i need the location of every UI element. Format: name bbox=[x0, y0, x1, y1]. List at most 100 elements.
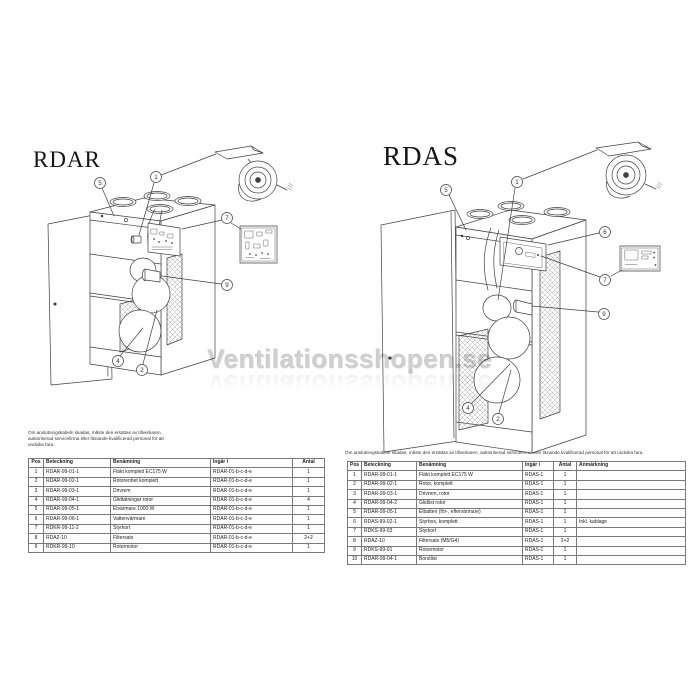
table-cell: RDAR-99-04-2 bbox=[361, 498, 417, 509]
table-cell: 1 bbox=[292, 523, 325, 535]
table-cell: RDAR-99-05-1 bbox=[361, 507, 417, 519]
table-cell: 6 bbox=[28, 514, 44, 525]
table-cell: 5 bbox=[347, 507, 362, 519]
table-cell: RDAS-1 bbox=[522, 479, 554, 491]
rdas-callout-1: 1 bbox=[511, 176, 523, 188]
table-cell: 4 bbox=[292, 495, 325, 506]
table-cell: Rotormotor bbox=[416, 545, 523, 556]
rdas-fan-detail bbox=[595, 141, 663, 199]
table-cell bbox=[576, 526, 686, 538]
table-cell: RDAZ-10 bbox=[361, 536, 417, 547]
rdar-exploded-diagram: 1 5 7 9 4 2 bbox=[47, 145, 294, 386]
table-cell: Styrkort bbox=[110, 523, 211, 535]
rdar-lower-drum bbox=[118, 309, 162, 353]
table-cell bbox=[576, 545, 686, 556]
table-cell: Fläkt komplett EC175 W bbox=[110, 467, 211, 478]
table-cell: 5 bbox=[28, 504, 44, 516]
table-cell: RDAR-01-b-c-d-e bbox=[210, 523, 293, 535]
table-cell: 1 bbox=[292, 504, 325, 516]
table-cell: 3 bbox=[347, 489, 362, 500]
column-header-antal: Antal bbox=[292, 457, 325, 469]
svg-text:7: 7 bbox=[603, 277, 607, 284]
table-cell: Filtersats (M5/G4) bbox=[416, 536, 523, 547]
rdar-title: RDAR bbox=[33, 147, 101, 172]
table-cell: RDKR-99-11-2 bbox=[43, 523, 111, 535]
rdas-rotor-wheel bbox=[487, 316, 531, 360]
table-cell: 1 bbox=[292, 467, 325, 478]
table-cell: 1 bbox=[553, 545, 577, 556]
svg-text:9: 9 bbox=[225, 282, 229, 289]
table-cell: RDAR-99-04-1 bbox=[43, 495, 111, 506]
rdas-callout-5: 5 bbox=[440, 184, 452, 196]
svg-text:5: 5 bbox=[98, 180, 102, 187]
rdas-rotor-motor bbox=[513, 299, 533, 316]
table-cell bbox=[576, 489, 686, 500]
table-cell: 1 bbox=[553, 526, 577, 538]
table-cell: Borstlist bbox=[416, 554, 523, 566]
rdas-cabinet bbox=[455, 201, 587, 454]
table-cell: RDAR-01-b-c-3-e bbox=[210, 514, 293, 525]
table-cell: RDAR-99-04-1 bbox=[361, 554, 417, 566]
table-cell: RDAR-99-02-1 bbox=[43, 476, 111, 488]
table-cell: Elbatteri (för-, eftervärmare) bbox=[416, 507, 523, 519]
table-cell: Inkl. kablage bbox=[576, 517, 686, 528]
column-header-beteckning: Beteckning bbox=[43, 457, 111, 469]
table-cell: Filtersats bbox=[110, 533, 211, 544]
table-cell: 1 bbox=[553, 479, 577, 491]
rdas-callout-7: 7 bbox=[599, 274, 611, 286]
table-cell: RDAR-01-b-c-d-e bbox=[210, 476, 293, 488]
table-cell: Glidlist rotor bbox=[416, 498, 523, 509]
table-cell: RDAR-01-b-c-d-e bbox=[210, 504, 293, 516]
table-cell: Drivrem, rotor bbox=[416, 489, 523, 500]
svg-text:4: 4 bbox=[116, 358, 120, 365]
rdas-styrbox-detail bbox=[619, 245, 661, 272]
table-cell: RDAR-99-03-1 bbox=[361, 489, 417, 500]
table-cell: 4 bbox=[28, 495, 44, 506]
table-cell: Glidtätningar rotor bbox=[110, 495, 211, 506]
table-cell bbox=[576, 470, 686, 481]
svg-text:1: 1 bbox=[154, 174, 158, 181]
table-cell: RDAR-99-01-1 bbox=[361, 470, 417, 481]
rdar-callout-7: 7 bbox=[221, 212, 233, 224]
rdar-warning-text: Om anslutningskabeln skadas, måste den e… bbox=[28, 430, 164, 448]
table-cell: RDKS-99-01 bbox=[361, 545, 417, 556]
table-cell bbox=[576, 498, 686, 509]
svg-text:6: 6 bbox=[603, 229, 607, 236]
rdas-callout-4: 4 bbox=[462, 402, 474, 414]
rdas-callout-6: 6 bbox=[599, 226, 611, 238]
table-cell: Drivrem bbox=[110, 486, 211, 497]
table-cell: RDAR-99-03-1 bbox=[43, 486, 111, 497]
table-cell bbox=[576, 536, 686, 547]
table-cell: 1 bbox=[28, 467, 44, 478]
table-cell: Styrbox, komplett bbox=[416, 517, 523, 528]
table-cell: Fläkt komplett EC175 W bbox=[416, 470, 523, 481]
rdas-exploded-diagram: 1 5 6 7 9 4 2 bbox=[380, 141, 663, 454]
rdas-door bbox=[380, 209, 459, 453]
table-cell: RDAS-1 bbox=[522, 545, 554, 556]
table-cell: RDAR-99-05-1 bbox=[43, 504, 111, 516]
table-cell: 6 bbox=[347, 517, 362, 528]
column-header-ingar-i: Ingår i bbox=[210, 457, 293, 469]
rdar-rotor-motor bbox=[142, 268, 161, 283]
table-cell: RDAS-1 bbox=[522, 498, 554, 509]
table-cell: RDKR-99-10 bbox=[43, 542, 111, 553]
rdar-parts-table: Pos Beteckning Benämning Ingår i Antal 1… bbox=[28, 457, 325, 553]
table-cell: 9 bbox=[347, 545, 362, 556]
table-cell: RDAS-1 bbox=[522, 526, 554, 538]
svg-text:2: 2 bbox=[140, 367, 144, 374]
table-cell: 1 bbox=[292, 514, 325, 525]
table-cell: 7 bbox=[28, 523, 44, 535]
